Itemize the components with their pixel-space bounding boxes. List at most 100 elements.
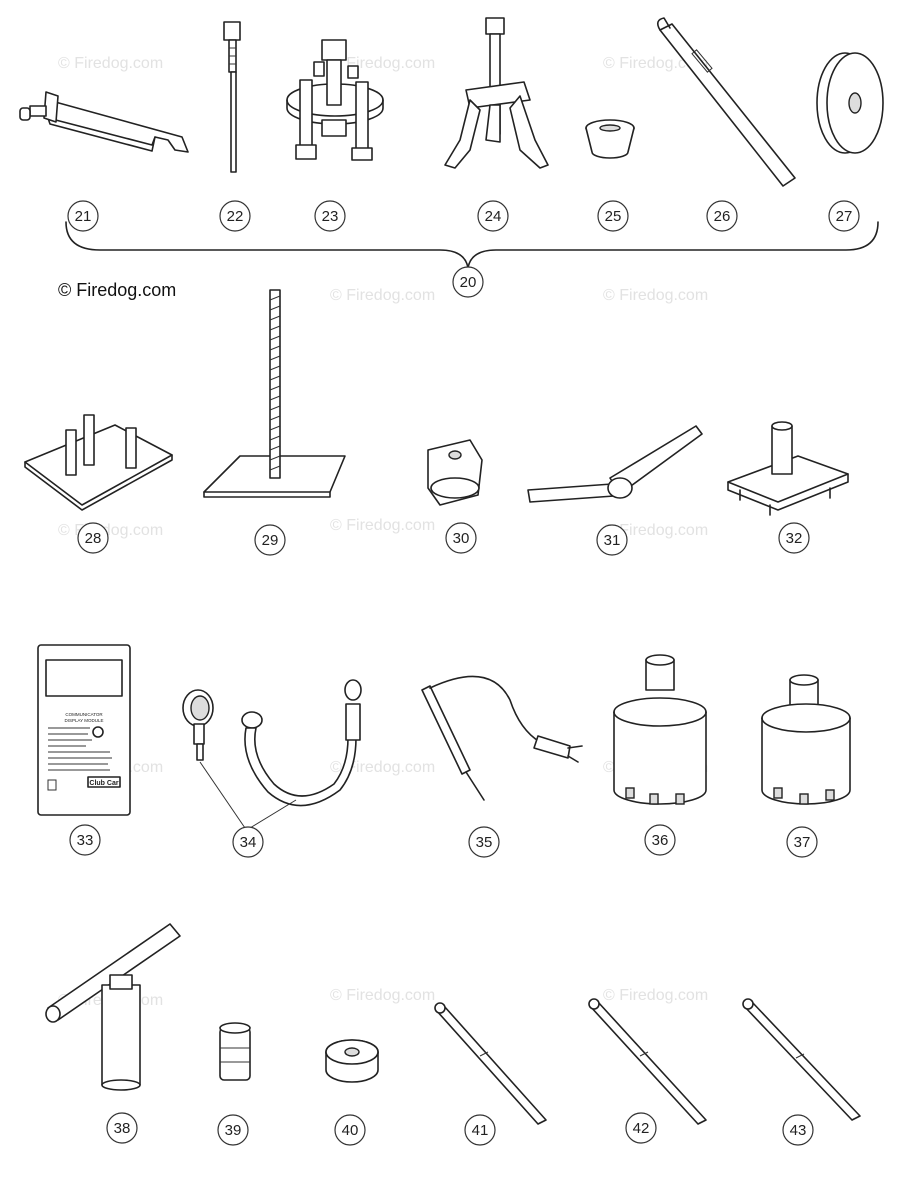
callout-39: 39 <box>217 1114 249 1146</box>
callout-27: 27 <box>828 200 860 232</box>
callout-number: 20 <box>460 274 477 291</box>
callout-circle <box>706 200 738 232</box>
watermark: © Firedog.com <box>603 55 708 72</box>
tool-23-puller-plate <box>286 39 384 161</box>
callout-29: 29 <box>254 524 286 556</box>
tool-27-disc <box>816 52 884 154</box>
tool-37-socket <box>761 674 851 805</box>
callout-22: 22 <box>219 200 251 232</box>
tool-33-display-card: COMMUNICATOR DISPLAY MODULE Club Car <box>37 644 131 816</box>
callout-number: 43 <box>790 1122 807 1139</box>
callout-41: 41 <box>464 1114 496 1146</box>
club-car-logo: Club Car <box>89 780 118 787</box>
callout-circle <box>217 1114 249 1146</box>
callout-layer: 20 21 22 23 24 25 26 27 28 29 30 31 32 33 34 35 36 37 38 39… <box>67 200 860 1146</box>
watermark: © Firedog.com <box>58 522 163 539</box>
tool-24-jaw-puller <box>444 17 549 169</box>
tool-31-l-handle <box>527 425 703 503</box>
callout-number: 23 <box>322 208 339 225</box>
watermark: © Firedog.com <box>330 517 435 534</box>
callout-28: 28 <box>77 522 109 554</box>
tool-41-rod <box>434 1002 547 1125</box>
callout-number: 22 <box>227 208 244 225</box>
callout-number: 21 <box>75 208 92 225</box>
callout-30: 30 <box>445 522 477 554</box>
callout-number: 34 <box>240 834 257 851</box>
tool-22-long-bolt <box>223 21 241 173</box>
tool-40-washer <box>325 1039 379 1083</box>
display-card-heading: COMMUNICATOR <box>65 712 103 717</box>
tool-30-socket-block <box>427 439 483 506</box>
watermark: © Firedog.com <box>330 759 435 776</box>
callout-circle <box>644 824 676 856</box>
group-bracket <box>65 221 879 269</box>
callout-circle <box>452 266 484 298</box>
callout-circle <box>106 1112 138 1144</box>
watermark: © Firedog.com <box>603 987 708 1004</box>
callout-21: 21 <box>67 200 99 232</box>
watermark: © Firedog.com <box>330 287 435 304</box>
callout-number: 38 <box>114 1120 131 1137</box>
watermark: © Firedog.com <box>603 287 708 304</box>
callout-circle <box>334 1114 366 1146</box>
callout-40: 40 <box>334 1114 366 1146</box>
tool-36-socket <box>613 654 707 805</box>
callout-number: 32 <box>786 530 803 547</box>
callout-circle <box>625 1112 657 1144</box>
callout-circle <box>828 200 860 232</box>
callout-circle <box>445 522 477 554</box>
callout-32: 32 <box>778 522 810 554</box>
callout-number: 25 <box>605 208 622 225</box>
callout-26: 26 <box>706 200 738 232</box>
callout-circle <box>77 522 109 554</box>
callout-circle <box>782 1114 814 1146</box>
callout-circle <box>219 200 251 232</box>
callout-number: 36 <box>652 832 669 849</box>
callout-number: 29 <box>262 532 279 549</box>
callout-number: 24 <box>485 208 502 225</box>
copyright-label: © Firedog.com <box>58 280 176 300</box>
callout-number: 30 <box>453 530 470 547</box>
callout-43: 43 <box>782 1114 814 1146</box>
callout-31: 31 <box>596 524 628 556</box>
callout-number: 27 <box>836 208 853 225</box>
callout-number: 35 <box>476 834 493 851</box>
callout-circle <box>254 524 286 556</box>
callout-number: 28 <box>85 530 102 547</box>
callout-circle <box>464 1114 496 1146</box>
callout-20: 20 <box>452 266 484 298</box>
tool-42-rod <box>588 998 707 1125</box>
callout-circle <box>314 200 346 232</box>
tool-34-gauge-hose <box>182 679 362 829</box>
callout-number: 41 <box>472 1122 489 1139</box>
callout-23: 23 <box>314 200 346 232</box>
tool-38-t-handle <box>45 923 181 1091</box>
callout-circle <box>69 824 101 856</box>
callout-25: 25 <box>597 200 629 232</box>
tool-28-pin-plate <box>24 414 173 511</box>
callout-circle <box>232 826 264 858</box>
callout-circle <box>786 826 818 858</box>
callout-number: 33 <box>77 832 94 849</box>
callout-number: 31 <box>604 532 621 549</box>
display-card-subheading: DISPLAY MODULE <box>64 718 103 723</box>
callout-number: 26 <box>714 208 731 225</box>
tool-21-bracket <box>19 91 189 153</box>
tool-25-cap <box>585 119 635 159</box>
callout-36: 36 <box>644 824 676 856</box>
callout-number: 40 <box>342 1122 359 1139</box>
watermark: © Firedog.com <box>58 55 163 72</box>
callout-circle <box>597 200 629 232</box>
watermark: © Firedog.com <box>330 987 435 1004</box>
tool-43-rod <box>742 998 861 1121</box>
callout-37: 37 <box>786 826 818 858</box>
callout-24: 24 <box>477 200 509 232</box>
tool-35-test-probe <box>421 675 583 801</box>
callout-number: 37 <box>794 834 811 851</box>
callout-circle <box>778 522 810 554</box>
callout-number: 39 <box>225 1122 242 1139</box>
tool-39-adapter <box>219 1022 251 1081</box>
tool-26-spanner <box>656 17 796 187</box>
callout-circle <box>67 200 99 232</box>
